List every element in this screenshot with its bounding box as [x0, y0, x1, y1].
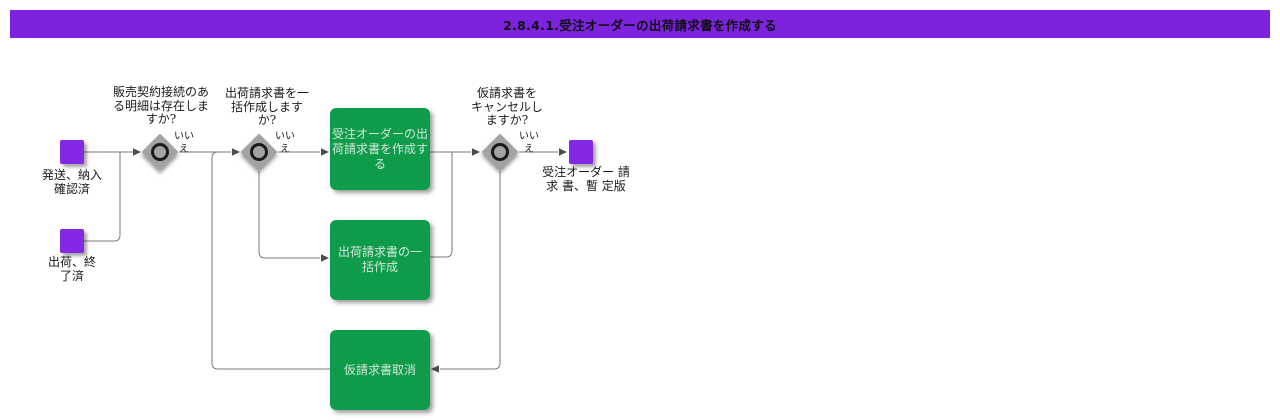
task-batch-create-shipping-invoices[interactable]: 出荷請求書の一 括作成: [330, 220, 430, 300]
connector-t2-join: [430, 152, 453, 258]
gateway-batch-create-invoices[interactable]: [240, 133, 278, 171]
gateway-no-label-1: いい え: [174, 131, 194, 155]
gateway-cancel-provisional-invoice[interactable]: [481, 133, 519, 171]
connector-start2-join: [84, 152, 121, 242]
gateway-no-label-2: いい え: [275, 131, 295, 155]
gateway-no-label-3: いい え: [519, 131, 539, 155]
gateway-circle-icon: [250, 143, 268, 161]
arrowhead-into-g2: [232, 148, 240, 156]
gateway-question-3: 仮請求書を キャンセルし ますか?: [470, 86, 543, 127]
arrowhead-into-t1: [321, 148, 329, 156]
task-cancel-provisional-invoice[interactable]: 仮請求書取消: [330, 330, 430, 410]
page-title-bar: 2.8.4.1.受注オーダーの出荷請求書を作成する: [10, 10, 1270, 38]
arrowhead-into-end: [559, 148, 567, 156]
end-event-label: 受注オーダー 請 求 書、暫 定版: [542, 165, 630, 193]
arrowhead-into-t2: [321, 254, 329, 262]
gateway-sales-contract-detail-exists[interactable]: [141, 133, 179, 171]
gateway-circle-icon: [151, 143, 169, 161]
connector-t3-loopback: [211, 151, 330, 370]
start-event-label-2: 出荷、終 了済: [47, 255, 96, 283]
page-title: 2.8.4.1.受注オーダーの出荷請求書を作成する: [503, 17, 777, 33]
connector-g3-to-t3: [440, 171, 501, 370]
arrowhead-into-t3: [431, 365, 439, 373]
start-event-label-1: 発送、納入 確認済: [41, 168, 102, 196]
connector-g2-to-t2: [258, 171, 320, 259]
arrowhead-into-g1: [133, 148, 141, 156]
end-event-sales-order-invoice-provisional[interactable]: [569, 140, 593, 164]
gateway-question-2: 出荷請求書を一 括作成します か?: [224, 86, 309, 127]
start-event-shipping-completed[interactable]: [60, 229, 84, 253]
arrowhead-into-g3: [472, 148, 480, 156]
gateway-circle-icon: [491, 143, 509, 161]
start-event-shipped-delivery-confirmed[interactable]: [60, 140, 84, 164]
task-create-sales-order-shipping-invoice[interactable]: 受注オーダーの出 荷請求書を作成す る: [330, 108, 430, 190]
gateway-question-1: 販売契約接続のあ る明細は存在しま すか?: [112, 85, 209, 126]
